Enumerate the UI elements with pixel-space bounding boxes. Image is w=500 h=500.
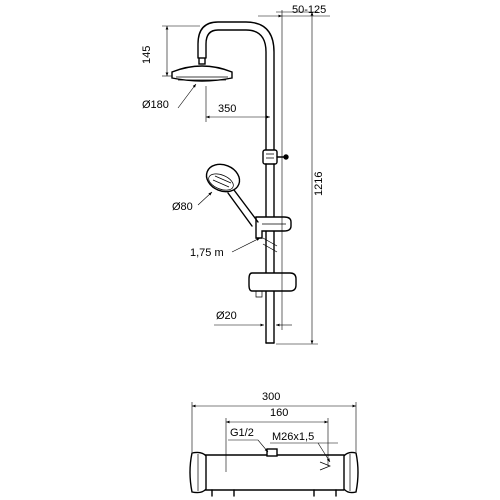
dim-1216-label: 1216 bbox=[313, 172, 325, 196]
dim-50-125-label: 50-125 bbox=[292, 4, 326, 16]
dim-160-label: 160 bbox=[270, 407, 288, 419]
dim-hose-label: 1,75 m bbox=[190, 247, 224, 259]
dim-300-label: 300 bbox=[262, 391, 280, 403]
wall-bracket bbox=[276, 154, 289, 160]
dimension-350: 350 bbox=[205, 86, 270, 122]
dimension-1216: 1216 bbox=[276, 11, 325, 345]
dimension-diameter-80: Ø80 bbox=[172, 191, 213, 213]
dimension-50-125: 50-125 bbox=[258, 4, 330, 330]
dim-350-label: 350 bbox=[218, 103, 236, 115]
dimension-g-half: G1/2 bbox=[228, 427, 269, 453]
thermostat-mixer bbox=[189, 448, 359, 497]
slide-rail bbox=[265, 163, 275, 344]
dimension-hose-length: 1,75 m bbox=[190, 237, 261, 259]
hand-shower bbox=[205, 163, 259, 227]
dim-145-label: 145 bbox=[141, 46, 153, 64]
dim-80-label: Ø80 bbox=[172, 201, 193, 213]
dimension-m26: M26x1,5 bbox=[270, 431, 338, 463]
dimension-diameter-180: Ø180 bbox=[142, 83, 197, 111]
lower-slider bbox=[248, 272, 297, 298]
dimension-145: 145 bbox=[141, 25, 200, 77]
riser-coupling bbox=[262, 149, 278, 165]
dimension-diameter-20: Ø20 bbox=[214, 310, 292, 327]
hose-symbol bbox=[262, 237, 278, 253]
dimension-160: 160 bbox=[225, 407, 329, 472]
dim-m26-label: M26x1,5 bbox=[272, 431, 314, 443]
shower-column bbox=[197, 21, 275, 151]
dim-20-label: Ø20 bbox=[216, 310, 237, 322]
dimension-300: 300 bbox=[191, 391, 357, 452]
dim-g12-label: G1/2 bbox=[230, 427, 254, 439]
dim-180-label: Ø180 bbox=[142, 99, 169, 111]
overhead-shower-head bbox=[171, 65, 233, 82]
